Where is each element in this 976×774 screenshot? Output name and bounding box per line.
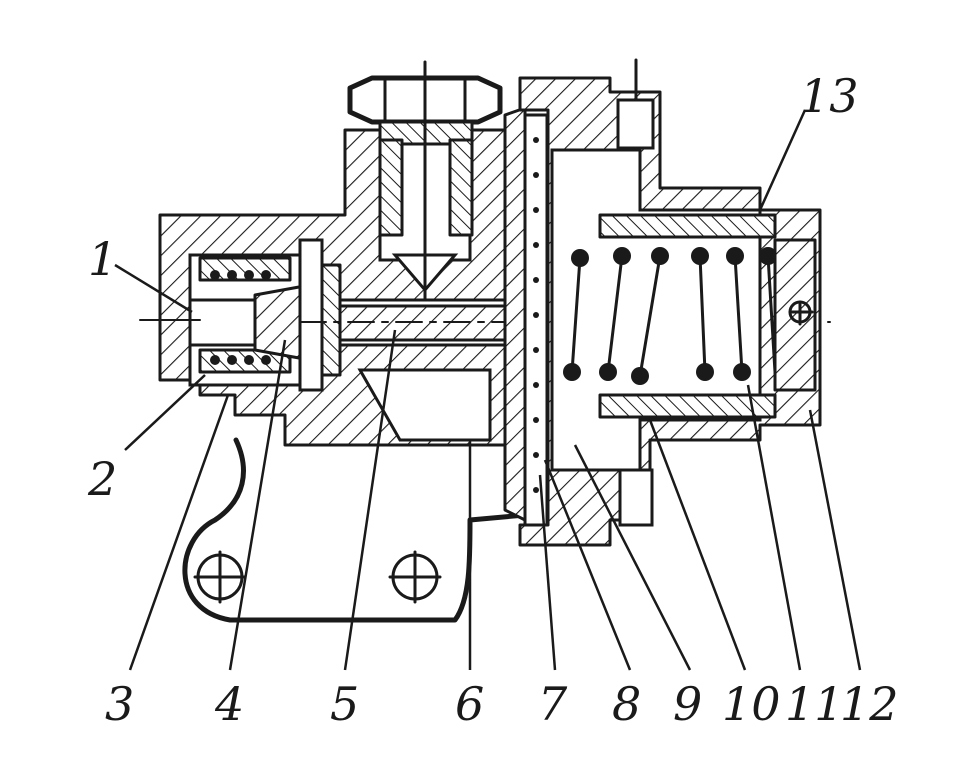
leader-lines <box>114 109 862 671</box>
callout-1: 1 <box>88 232 117 286</box>
callout-13: 13 <box>800 69 859 123</box>
inlet-valve-assembly <box>139 238 342 392</box>
leader-1 <box>114 263 193 314</box>
leader-3 <box>128 394 230 671</box>
callout-10: 10 <box>722 677 781 731</box>
callout-3: 3 <box>105 677 134 731</box>
leader-11 <box>746 384 802 671</box>
callout-7: 7 <box>538 677 568 731</box>
return-spring <box>563 213 817 419</box>
leader-7 <box>538 474 557 671</box>
leader-2 <box>124 374 206 451</box>
callout-4: 4 <box>214 677 244 731</box>
leader-8 <box>543 459 632 671</box>
top-hex-fitting <box>347 60 503 302</box>
leader-5 <box>343 329 397 671</box>
callout-5: 5 <box>330 677 359 731</box>
leader-10 <box>648 419 747 671</box>
callout-6: 6 <box>455 677 484 731</box>
leader-12 <box>808 409 862 671</box>
leader-4 <box>228 339 287 671</box>
leader-9 <box>573 444 692 671</box>
callout-8: 8 <box>612 677 641 731</box>
callout-2: 2 <box>87 452 117 506</box>
leader-13 <box>758 109 807 211</box>
mounting-bracket <box>182 437 528 623</box>
callout-12: 12 <box>840 677 899 731</box>
diaphragm <box>503 106 549 532</box>
callout-labels: 1 2 3 4 5 6 7 8 9 10 11 12 13 <box>87 69 899 731</box>
diaphragm-beads <box>533 137 539 493</box>
valve-spring-coils-bottom <box>210 355 271 365</box>
callout-11: 11 <box>785 677 844 731</box>
valve-spring-coils-top <box>210 270 271 280</box>
callout-9: 9 <box>673 677 702 731</box>
